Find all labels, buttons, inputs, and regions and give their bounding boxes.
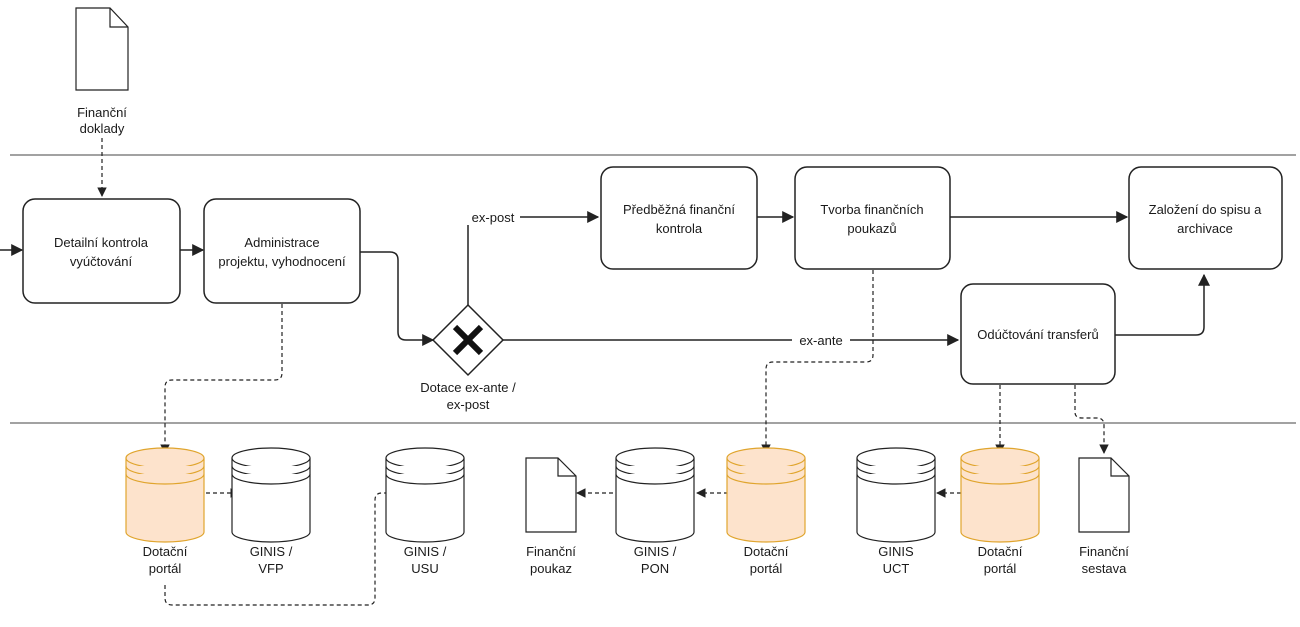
gateway-label-line-2: ex-post [447,397,490,412]
assoc-administrace-to-portal [160,304,283,454]
document-shape [525,457,577,533]
task-label-line-2: archivace [1177,221,1233,236]
association-flows [97,138,1109,606]
doc-label-line-2: doklady [80,121,125,136]
document-financni-doklady[interactable]: Finanční doklady [75,7,129,136]
datastore-ginis-pon[interactable]: GINIS / PON [615,447,695,576]
label-line-1: GINIS / [404,544,447,559]
data-lane: Dotační portál GINIS / VFP GINIS / USU Finančn… [125,447,1130,576]
label-line-2: portál [984,561,1017,576]
label-line-1: Finanční [526,544,576,559]
label-line-2: USU [411,561,438,576]
task-tvorba-poukazu[interactable]: Tvorba finančních poukazů [794,166,951,270]
flow-ex-post [467,211,600,305]
gateway-exclusive[interactable]: Dotace ex-ante / ex-post [420,303,516,412]
task-label-line-2: poukazů [847,221,896,236]
label-line-1: GINIS [878,544,914,559]
task-label-line-1: Tvorba finančních [820,202,923,217]
cylinder-top [615,447,695,469]
cylinder-ring [385,473,465,485]
datastore-dotacni-portal-1[interactable]: Dotační portál [125,447,205,576]
cylinder-top [726,447,806,469]
ex-post-label-bg [466,209,520,225]
label-line-1: Dotační [744,544,789,559]
task-oductovani-transferu[interactable]: Odúčtování transferů [960,283,1116,385]
task-label-line-1: Předběžná finanční [623,202,735,217]
task-label-line-2: kontrola [656,221,703,236]
document-shape [1078,457,1130,533]
task-zalozeni-do-spisu[interactable]: Založení do spisu a archivace [1128,166,1283,270]
gateway-label-line-1: Dotace ex-ante / [420,380,516,395]
document-financni-poukaz[interactable]: Finanční poukaz [525,457,577,576]
assoc-tvorba-to-portal [761,270,874,454]
label-line-2: portál [750,561,783,576]
ex-ante-label-bg [792,332,850,348]
cylinder-ring [615,473,695,485]
cylinder-ring [726,473,806,485]
label-line-1: GINIS / [634,544,677,559]
doc-label-line-1: Finanční [77,105,127,120]
assoc-oductovani-to-sestava [1074,385,1109,454]
document-financni-sestava[interactable]: Finanční sestava [1078,457,1130,576]
datastore-ginis-uct[interactable]: GINIS UCT [856,447,936,576]
label-line-2: UCT [883,561,910,576]
label-line-2: PON [641,561,669,576]
label-line-2: sestava [1082,561,1128,576]
edge-label-ex-ante: ex-ante [799,333,842,348]
x-icon [452,324,484,356]
label-line-1: GINIS / [250,544,293,559]
cylinder-ring [856,473,936,485]
label-line-2: VFP [258,561,283,576]
cylinder-top [960,447,1040,469]
task-label-line-2: vyúčtování [70,254,133,269]
task-label-line-2: projektu, vyhodnocení [218,254,346,269]
cylinder-ring [125,473,205,485]
assoc-portal-to-usu [164,488,395,606]
task-label-line-1: Založení do spisu a [1149,202,1263,217]
label-line-2: portál [149,561,182,576]
task-label: Odúčtování transferů [977,327,1098,342]
task-label-line-1: Administrace [244,235,319,250]
label-line-1: Dotační [143,544,188,559]
datastore-ginis-usu[interactable]: GINIS / USU [385,447,465,576]
task-predbezna-kontrola[interactable]: Předběžná finanční kontrola [600,166,758,270]
cylinder-top [856,447,936,469]
datastore-dotacni-portal-2[interactable]: Dotační portál [726,447,806,576]
label-line-1: Finanční [1079,544,1129,559]
label-line-2: poukaz [530,561,572,576]
task-administrace[interactable]: Administrace projektu, vyhodnocení [203,198,361,304]
cylinder-top [385,447,465,469]
task-label-line-1: Detailní kontrola [54,235,149,250]
flow-administrace-to-gateway [360,251,435,346]
cylinder-top [231,447,311,469]
flow-oductovani-to-zalozeni [1115,273,1210,336]
datastore-dotacni-portal-3[interactable]: Dotační portál [960,447,1040,576]
label-line-1: Dotační [978,544,1023,559]
cylinder-top [125,447,205,469]
cylinder-ring [231,473,311,485]
edge-label-ex-post: ex-post [472,210,515,225]
datastore-ginis-vfp[interactable]: GINIS / VFP [231,447,311,576]
cylinder-ring [960,473,1040,485]
task-detailni-kontrola[interactable]: Detailní kontrola vyúčtování [22,198,181,304]
